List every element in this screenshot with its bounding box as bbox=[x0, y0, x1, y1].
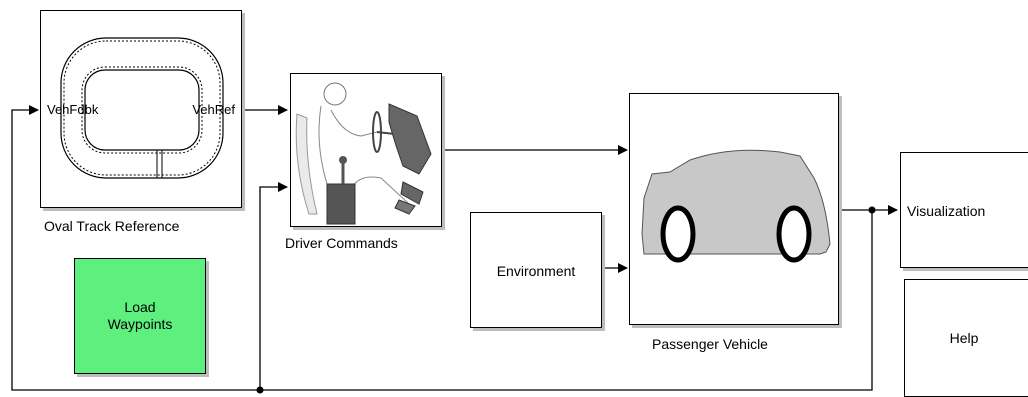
port-vehfdbk: VehFdbk bbox=[47, 102, 99, 117]
driver-commands-block[interactable] bbox=[290, 73, 442, 227]
port-vehref: VehRef bbox=[192, 102, 235, 117]
load-waypoints-button[interactable]: Load Waypoints bbox=[74, 258, 206, 374]
car-icon bbox=[641, 149, 831, 263]
visualization-block[interactable]: Visualization bbox=[900, 152, 1028, 268]
help-label: Help bbox=[949, 330, 979, 346]
oval-track-label: Oval Track Reference bbox=[44, 218, 180, 234]
junction-dot bbox=[256, 386, 264, 394]
visualization-label: Visualization bbox=[907, 203, 986, 219]
driver-seat-icon bbox=[295, 82, 432, 225]
passenger-vehicle-block[interactable] bbox=[629, 93, 839, 325]
feedback-line bbox=[11, 105, 873, 391]
environment-label: Environment bbox=[496, 263, 576, 279]
passenger-vehicle-label: Passenger Vehicle bbox=[652, 336, 768, 352]
environment-block[interactable]: Environment bbox=[470, 212, 602, 328]
load-waypoints-line2: Waypoints bbox=[107, 316, 173, 332]
driver-commands-label: Driver Commands bbox=[285, 235, 398, 251]
oval-track-block[interactable]: VehFdbk VehRef bbox=[40, 10, 242, 208]
help-button[interactable]: Help bbox=[904, 279, 1028, 397]
load-waypoints-line1: Load bbox=[124, 299, 156, 315]
junction-dot bbox=[868, 206, 876, 214]
oval-track-icon bbox=[60, 37, 224, 179]
feedback-branch-line bbox=[259, 182, 288, 390]
